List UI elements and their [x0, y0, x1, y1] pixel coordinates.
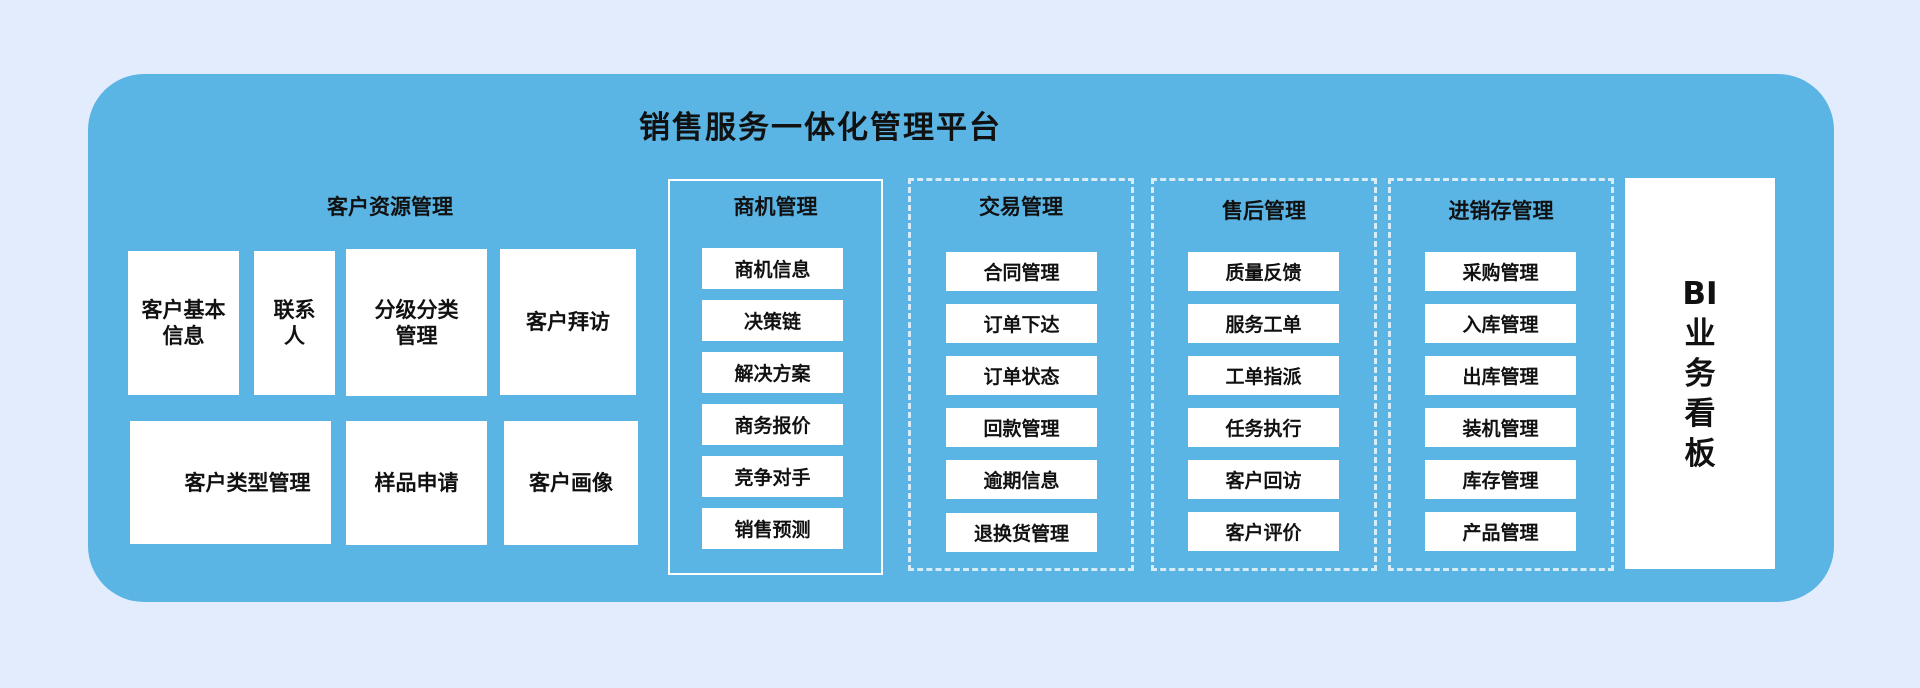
- card-line: 管理: [395, 323, 438, 348]
- bi-char: 板: [1684, 435, 1716, 472]
- trade-item[interactable]: 合同管理: [946, 252, 1097, 291]
- trade-item[interactable]: 订单下达: [946, 304, 1097, 343]
- bi-char: 看: [1684, 395, 1716, 432]
- inventory-item[interactable]: 产品管理: [1425, 512, 1576, 551]
- trade-panel: [908, 178, 1134, 571]
- aftersales-panel: [1151, 178, 1377, 571]
- card-line: 人: [284, 324, 305, 348]
- bi-dashboard-card[interactable]: BI 业 务 看 板: [1625, 178, 1775, 569]
- aftersales-section-title: 售后管理: [1222, 199, 1306, 223]
- aftersales-item[interactable]: 质量反馈: [1188, 252, 1339, 291]
- card-line: 信息: [162, 324, 205, 348]
- inventory-item[interactable]: 采购管理: [1425, 252, 1576, 291]
- trade-item[interactable]: 退换货管理: [946, 513, 1097, 552]
- card-customer-basic-info[interactable]: 客户基本信息: [128, 251, 239, 395]
- inventory-section-title: 进销存管理: [1448, 199, 1554, 223]
- opportunity-panel: [668, 179, 883, 575]
- card-tiered-classification[interactable]: 分级分类管理: [346, 249, 487, 396]
- inventory-item[interactable]: 库存管理: [1425, 460, 1576, 499]
- opportunity-item[interactable]: 决策链: [702, 300, 843, 341]
- bi-char: BI: [1682, 275, 1718, 312]
- aftersales-item[interactable]: 客户评价: [1188, 512, 1339, 551]
- trade-item[interactable]: 回款管理: [946, 408, 1097, 447]
- card-sample-request[interactable]: 样品申请: [346, 421, 487, 545]
- platform-title: 销售服务一体化管理平台: [639, 110, 1002, 146]
- card-line: 联系: [273, 298, 316, 322]
- opportunity-item[interactable]: 商务报价: [702, 404, 843, 445]
- trade-section-title: 交易管理: [979, 195, 1063, 219]
- card-line: 分级分类: [374, 297, 459, 322]
- card-customer-profile[interactable]: 客户画像: [504, 421, 638, 545]
- bi-char: 务: [1684, 355, 1716, 392]
- opportunity-item[interactable]: 商机信息: [702, 248, 843, 289]
- opportunity-section-title: 商机管理: [733, 195, 818, 219]
- inventory-item[interactable]: 装机管理: [1425, 408, 1576, 447]
- aftersales-item[interactable]: 任务执行: [1188, 408, 1339, 447]
- card-line: 客户基本: [141, 298, 226, 322]
- card-contacts[interactable]: 联系人: [254, 251, 335, 395]
- inventory-panel: [1388, 178, 1614, 571]
- card-customer-type-management[interactable]: 客户类型管理: [130, 421, 331, 544]
- opportunity-item[interactable]: 竞争对手: [702, 456, 843, 497]
- trade-item[interactable]: 逾期信息: [946, 460, 1097, 499]
- aftersales-item[interactable]: 客户回访: [1188, 460, 1339, 499]
- inventory-item[interactable]: 出库管理: [1425, 356, 1576, 395]
- opportunity-item[interactable]: 解决方案: [702, 352, 843, 393]
- aftersales-item[interactable]: 工单指派: [1188, 356, 1339, 395]
- card-customer-visit[interactable]: 客户拜访: [500, 249, 636, 395]
- inventory-item[interactable]: 入库管理: [1425, 304, 1576, 343]
- aftersales-item[interactable]: 服务工单: [1188, 304, 1339, 343]
- bi-char: 业: [1684, 315, 1716, 352]
- customer-section-title: 客户资源管理: [327, 195, 453, 219]
- trade-item[interactable]: 订单状态: [946, 356, 1097, 395]
- opportunity-item[interactable]: 销售预测: [702, 508, 843, 549]
